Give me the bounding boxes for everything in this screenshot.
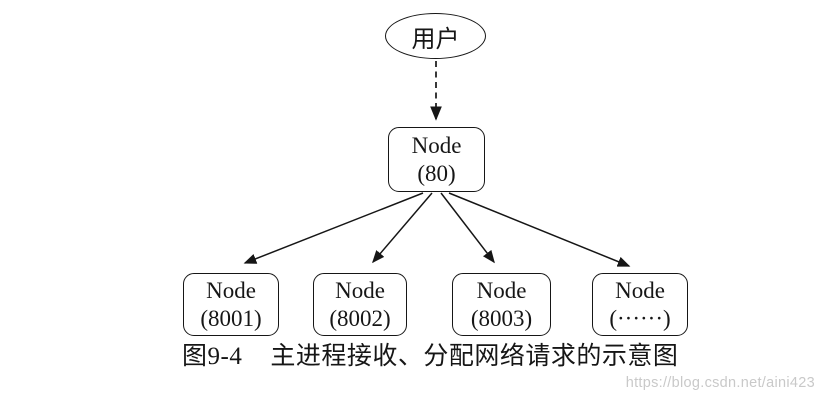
edge-root-to-node-more (448, 192, 631, 267)
node-80-port: (80) (417, 160, 456, 186)
node-more-port: (······) (609, 305, 671, 331)
node-8003-port: (8003) (470, 305, 533, 331)
user-node: 用户 (385, 13, 486, 59)
watermark-url: https://blog.csdn.net/aini423 (625, 375, 815, 391)
edge-root-to-node-8001 (243, 192, 424, 264)
node-more-title: Node (615, 277, 665, 303)
node-8002: Node (8002) (313, 273, 407, 336)
figure-caption-number: 图9-4 (182, 343, 243, 370)
user-node-label: 用户 (411, 26, 460, 53)
node-80-title: Node (411, 132, 462, 158)
node-8001-title: Node (206, 277, 256, 303)
node-8001: Node (8001) (183, 273, 279, 336)
node-8002-title: Node (335, 277, 385, 303)
node-8002-port: (8002) (329, 305, 391, 331)
node-8001-port: (8001) (200, 305, 262, 331)
figure-caption-text: 主进程接收、分配网络请求的示意图 (270, 343, 679, 370)
edge-root-to-node-8003 (440, 192, 495, 264)
node-8003: Node (8003) (452, 273, 551, 336)
node-more: Node (······) (592, 273, 688, 336)
node-8003-title: Node (476, 277, 527, 303)
figure-caption: 图9-4 主进程接收、分配网络请求的示意图 (182, 342, 678, 372)
edge-root-to-node-8002 (372, 192, 433, 264)
node-80: Node (80) (388, 127, 485, 192)
